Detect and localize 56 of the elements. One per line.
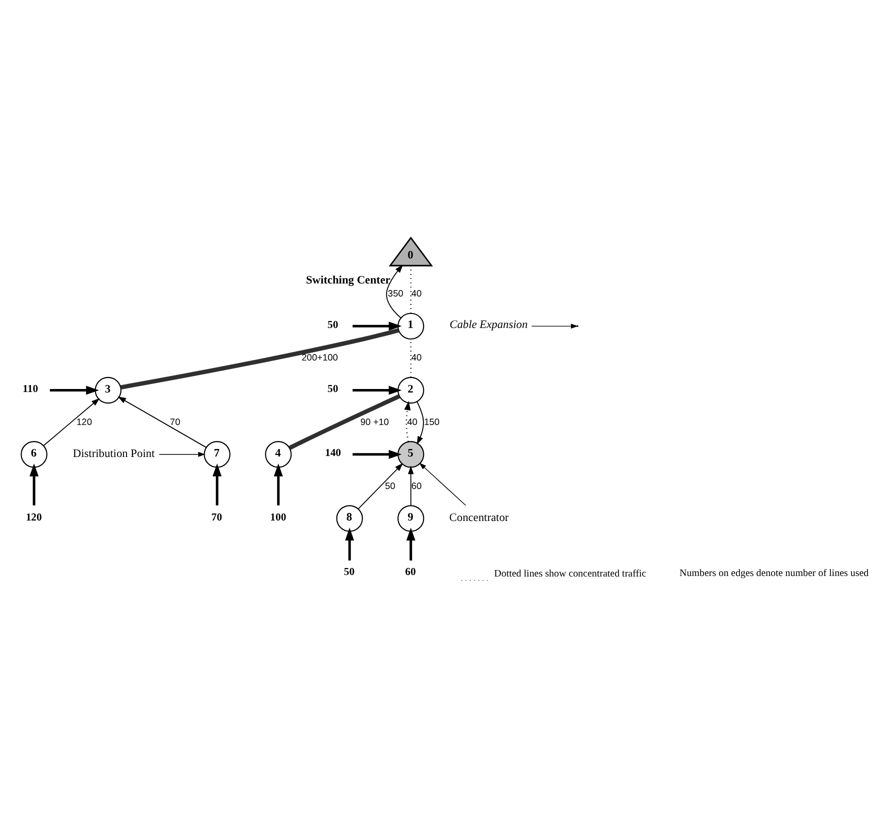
node-text: Distribution Point (72, 448, 155, 460)
edge-label: 200+100 (302, 352, 338, 363)
arrow (30, 463, 39, 506)
arrow (406, 528, 416, 560)
node-text: 50 (328, 383, 338, 396)
arrow (118, 396, 207, 448)
node-text: 60 (405, 566, 416, 578)
arrow (158, 452, 206, 457)
edge-label: 70 (170, 416, 180, 427)
node-text: 100 (270, 511, 286, 524)
node-text: 140 (325, 447, 342, 460)
arrow (352, 322, 402, 331)
arrow (274, 463, 283, 506)
node-circle: 5 (397, 441, 424, 468)
edge-label: 40 (411, 352, 422, 363)
edge-label: 90 +10 (360, 416, 389, 427)
node-circle: 3 (94, 376, 122, 404)
edge-label: 120 (76, 416, 92, 427)
connector (120, 328, 400, 390)
arrow (345, 528, 354, 560)
arrow (352, 450, 402, 459)
node-text: 50 (344, 566, 355, 578)
node-text: 110 (22, 383, 38, 396)
edge-label: 40 (411, 288, 422, 299)
node-text: 70 (211, 511, 222, 524)
arrow (43, 398, 100, 446)
edge-label: 60 (411, 480, 422, 491)
node-circle: 6 (20, 441, 48, 468)
legend-label: Dotted lines show concentrated traffic (494, 568, 646, 580)
node-circle: 8 (336, 505, 363, 532)
node-label: Switching Center (306, 274, 390, 286)
arrow (386, 264, 404, 318)
node-circle: 1 (397, 312, 424, 340)
arrow (404, 400, 411, 442)
arrow (352, 386, 402, 395)
label: Numbers on edges denote number of lines used (680, 568, 869, 579)
edge-label: 350 (388, 288, 404, 299)
edge-label: 150 (424, 416, 440, 427)
arrow (419, 462, 466, 506)
arrow (416, 401, 424, 445)
node-circle: 4 (265, 441, 292, 468)
node-circle: 7 (204, 441, 230, 468)
arrow (50, 386, 99, 395)
edge-label: 50 (385, 480, 396, 491)
node-circle: 2 (397, 376, 424, 404)
arrow (212, 463, 222, 506)
node-text: 120 (26, 511, 42, 524)
node-circle: 9 (397, 505, 424, 532)
arrow (358, 463, 404, 510)
edge-label: 40 (407, 416, 418, 427)
connector (288, 394, 400, 450)
connector (410, 339, 412, 378)
node-text: 50 (328, 318, 338, 331)
node-text: Cable Expansion (450, 319, 528, 332)
node-text: Concentrator (449, 512, 509, 524)
arrow (408, 466, 414, 506)
